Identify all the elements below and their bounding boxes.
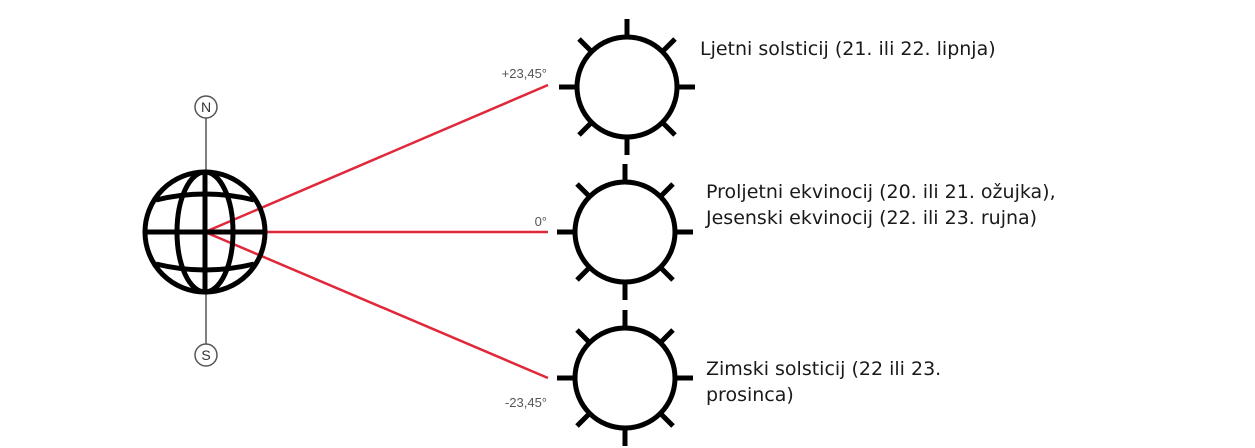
summer-ray <box>204 83 549 234</box>
winter-solstice-label: Zimski solsticij (22 ili 23. prosinca) <box>706 356 941 408</box>
summer-solstice-text: Ljetni solsticij (21. ili 22. lipnja) <box>700 38 996 60</box>
equinox-label-line1: Proljetni ekvinocij (20. ili 21. ožujka)… <box>706 181 1056 203</box>
angle-label-summer: +23,45° <box>502 66 547 81</box>
south-pole-marker: S <box>194 292 218 367</box>
sun-icon-winter <box>557 310 693 446</box>
south-pole-label: S <box>201 347 210 363</box>
summer-solstice-label: Ljetni solsticij (21. ili 22. lipnja) <box>700 36 996 62</box>
sun-icon-summer <box>559 19 695 155</box>
angle-label-equinox: 0° <box>535 214 547 229</box>
equinox-label: Proljetni ekvinocij (20. ili 21. ožujka)… <box>706 179 1056 231</box>
angle-label-winter: -23,45° <box>505 395 547 410</box>
winter-label-line1: Zimski solsticij (22 ili 23. <box>706 358 942 380</box>
sun-icon-equinox <box>557 164 693 300</box>
north-pole-marker: N <box>194 95 218 172</box>
winter-label-line2: prosinca) <box>706 384 794 406</box>
winter-ray <box>204 230 549 380</box>
north-pole-label: N <box>201 99 211 115</box>
equinox-label-line2: Jesenski ekvinocij (22. ili 23. rujna) <box>706 207 1038 229</box>
globe-icon <box>142 169 268 295</box>
